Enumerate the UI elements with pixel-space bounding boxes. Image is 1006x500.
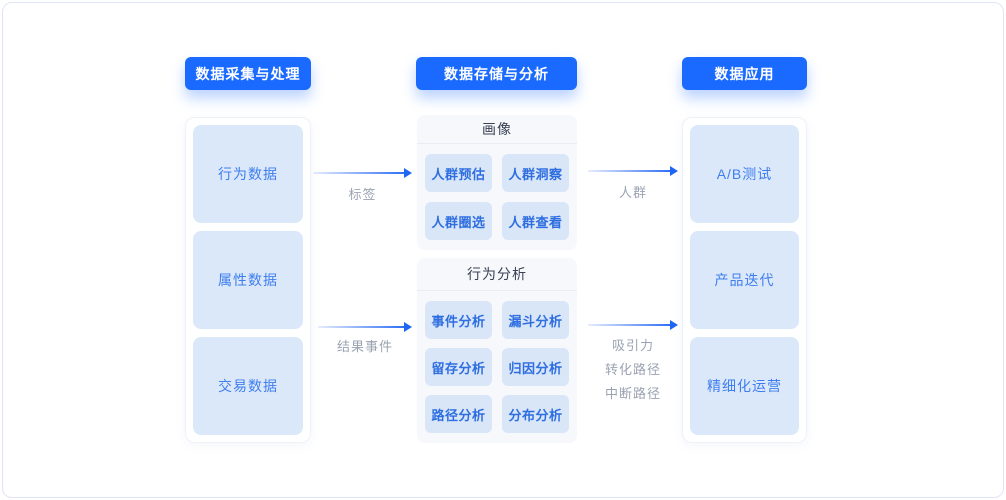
arrowhead-icon bbox=[670, 320, 678, 330]
chip-crowd-select: 人群圈选 bbox=[425, 202, 492, 240]
chip-attribution-analysis: 归因分析 bbox=[502, 348, 569, 386]
chip-funnel-analysis: 漏斗分析 bbox=[502, 301, 569, 339]
arrowhead-icon bbox=[670, 166, 678, 176]
group-behavior-analysis-title: 行为分析 bbox=[417, 258, 577, 291]
flow-arrow-paths bbox=[588, 320, 678, 330]
arrowhead-icon bbox=[404, 322, 412, 332]
flow-label-conversion-path: 转化路径 bbox=[604, 362, 661, 377]
group-portrait-title: 画像 bbox=[417, 115, 577, 144]
flow-label-crowd: 人群 bbox=[618, 185, 647, 200]
chip-crowd-insight: 人群洞察 bbox=[502, 154, 569, 192]
arrow-line bbox=[588, 324, 671, 326]
flow-arrow-crowd bbox=[588, 166, 678, 176]
flow-label-tags: 标签 bbox=[348, 187, 377, 202]
chip-path-analysis: 路径分析 bbox=[425, 395, 492, 433]
arrow-line bbox=[588, 170, 671, 172]
flow-label-path-stack: 吸引力 转化路径 中断路径 bbox=[586, 334, 680, 406]
chip-event-analysis: 事件分析 bbox=[425, 301, 492, 339]
data-box-product-iteration: 产品迭代 bbox=[690, 231, 799, 329]
group-behavior-analysis-grid: 事件分析 漏斗分析 留存分析 归因分析 路径分析 分布分析 bbox=[417, 291, 577, 441]
arrowhead-icon bbox=[404, 168, 412, 178]
flow-arrow-tags bbox=[313, 168, 412, 178]
group-portrait: 画像 人群预估 人群洞察 人群圈选 人群查看 bbox=[417, 115, 577, 250]
data-box-refined-operation: 精细化运营 bbox=[690, 337, 799, 435]
data-box-attribute: 属性数据 bbox=[193, 231, 303, 329]
column-header-application: 数据应用 bbox=[682, 57, 807, 90]
flow-label-result-events: 结果事件 bbox=[336, 339, 393, 354]
chip-retention-analysis: 留存分析 bbox=[425, 348, 492, 386]
flow-label-attraction: 吸引力 bbox=[611, 338, 654, 353]
flow-arrow-result-events bbox=[318, 322, 412, 332]
column-header-storage-analysis: 数据存储与分析 bbox=[416, 57, 577, 90]
collection-column-card: 行为数据 属性数据 交易数据 bbox=[185, 117, 311, 443]
flow-label-interruption-path: 中断路径 bbox=[604, 386, 661, 401]
arrow-line bbox=[313, 172, 405, 174]
application-column-card: A/B测试 产品迭代 精细化运营 bbox=[682, 117, 807, 443]
data-box-transaction: 交易数据 bbox=[193, 337, 303, 435]
arrow-line bbox=[318, 326, 405, 328]
data-box-behavior: 行为数据 bbox=[193, 125, 303, 223]
chip-crowd-view: 人群查看 bbox=[502, 202, 569, 240]
group-behavior-analysis: 行为分析 事件分析 漏斗分析 留存分析 归因分析 路径分析 分布分析 bbox=[417, 258, 577, 443]
data-box-ab-test: A/B测试 bbox=[690, 125, 799, 223]
group-portrait-grid: 人群预估 人群洞察 人群圈选 人群查看 bbox=[417, 144, 577, 248]
chip-crowd-estimate: 人群预估 bbox=[425, 154, 492, 192]
column-header-collection: 数据采集与处理 bbox=[185, 57, 311, 90]
chip-distribution-analysis: 分布分析 bbox=[502, 395, 569, 433]
